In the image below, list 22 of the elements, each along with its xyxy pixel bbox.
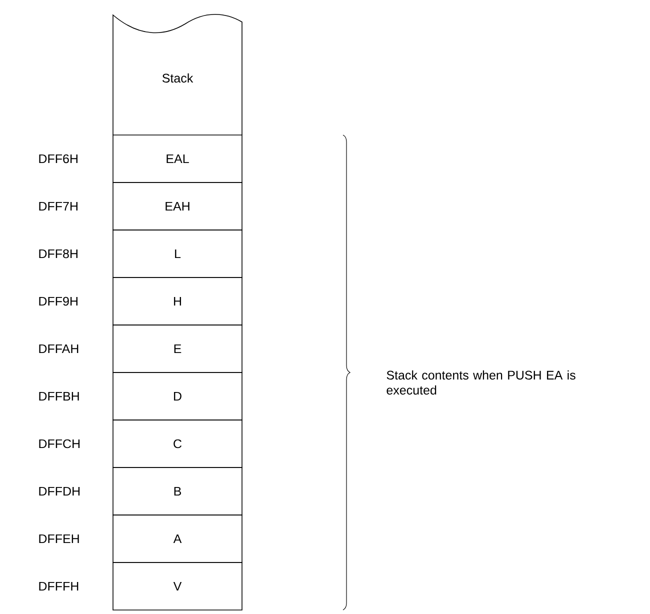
stack-cell: B (112, 467, 242, 516)
stack-cell: V (112, 562, 242, 610)
address-label: DFF9H (39, 296, 78, 306)
stack-cell: EAL (112, 134, 242, 183)
stack-cell: A (112, 514, 242, 563)
stack-header-box: Stack (112, 14, 242, 136)
stack-cell: H (112, 277, 242, 326)
address-label: DFF7H (39, 202, 78, 211)
address-label: DFF8H (39, 249, 78, 258)
address-label: DFFDH (39, 486, 80, 496)
stack-cell: C (112, 420, 242, 468)
stack-cell: EAH (112, 182, 242, 230)
address-label: DFFAH (39, 344, 78, 354)
stack-cell: D (112, 372, 242, 420)
stack-cell: E (112, 324, 242, 373)
brace-label: Stack contents when PUSH EA is executed (386, 370, 576, 395)
address-label: DFF6H (39, 154, 78, 164)
stack-cell: L (112, 230, 242, 278)
address-label: DFFFH (39, 582, 78, 591)
address-label: DFFBH (39, 392, 79, 401)
address-label: DFFCH (39, 439, 80, 448)
address-label: DFFEH (39, 534, 79, 544)
